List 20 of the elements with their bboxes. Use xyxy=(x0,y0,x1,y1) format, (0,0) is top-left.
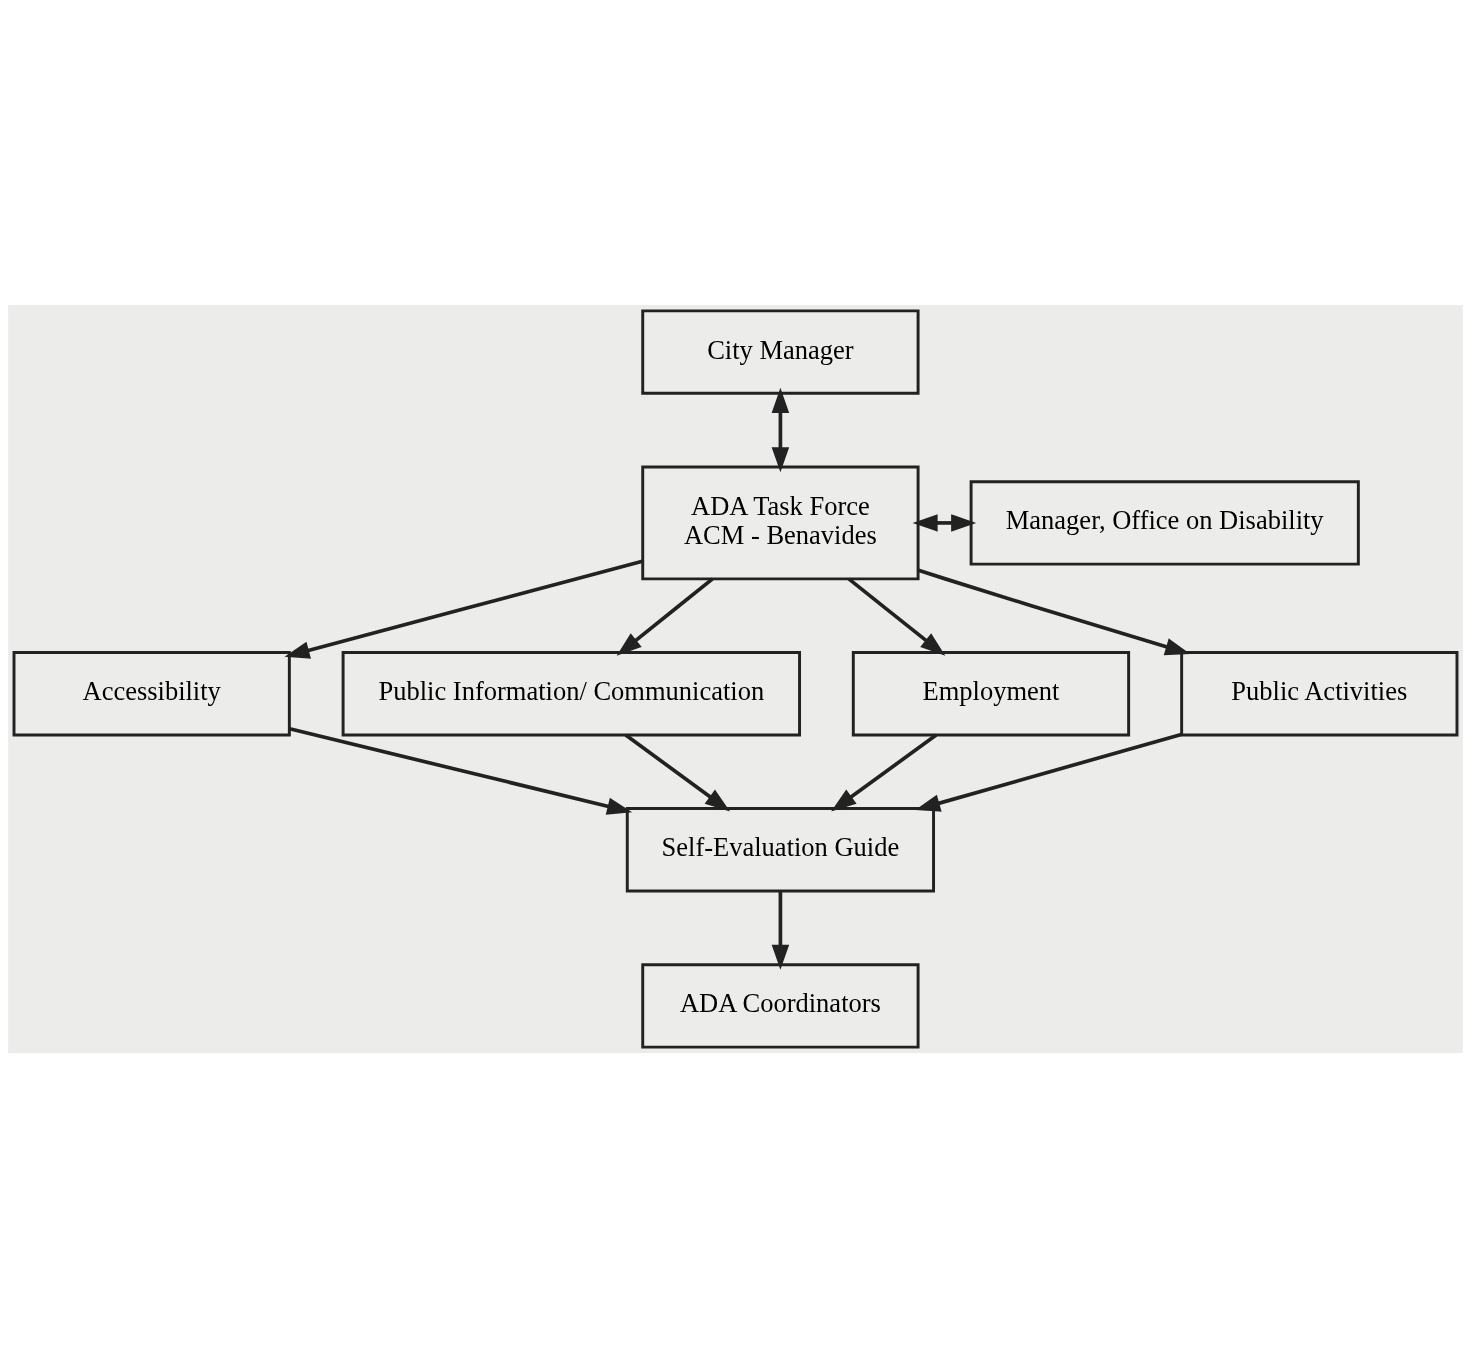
arrow xyxy=(847,577,946,656)
node-box: Public Information/ Communication xyxy=(341,651,801,737)
node-box: Self-Evaluation Guide xyxy=(625,807,935,893)
arrow xyxy=(284,559,643,659)
node-box: ADA Task Force ACM - Benavides xyxy=(641,465,920,581)
arrow xyxy=(917,568,1191,656)
arrow xyxy=(616,577,714,656)
node-box: Accessibility xyxy=(12,651,291,737)
arrow xyxy=(624,733,731,812)
arrow xyxy=(915,732,1182,812)
node-box: Public Activities xyxy=(1180,651,1459,737)
node-box: Manager, Office on Disability xyxy=(969,480,1360,566)
arrow xyxy=(831,733,938,812)
arrow xyxy=(771,891,790,970)
node-box: ADA Coordinators xyxy=(641,963,920,1049)
node-box: Employment xyxy=(851,651,1131,737)
arrow xyxy=(771,387,790,473)
arrow xyxy=(912,514,977,532)
node-box: City Manager xyxy=(641,309,920,395)
arrow xyxy=(289,727,633,815)
